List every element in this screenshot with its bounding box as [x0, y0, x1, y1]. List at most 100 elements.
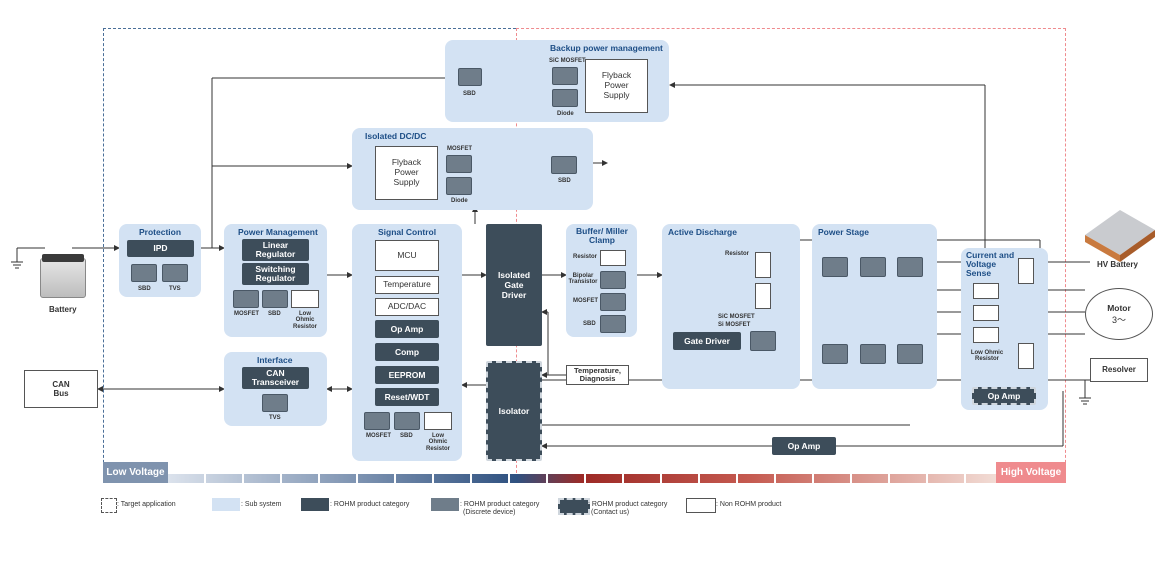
discharge-mosfet-icon: [750, 331, 776, 351]
buffer-sbd-label: SBD: [583, 321, 596, 327]
buffer-title: Buffer/ Miller Clamp: [572, 227, 632, 245]
sense-resistor-1: [973, 283, 999, 299]
legend-contact-line1: : ROHM product category: [588, 501, 668, 508]
sense-resistor-text: Low Ohmic Resistor: [970, 350, 1004, 363]
isolated-diode-icon: [446, 177, 472, 195]
discharge-sic-label: SiC MOSFET: [718, 314, 755, 320]
buffer-bipolar-icon: [600, 271, 626, 289]
battery-label: Battery: [49, 305, 77, 314]
switching-regulator-box: Switching Regulator: [242, 263, 309, 285]
discharge-resistor-2: [755, 283, 771, 309]
power-stage-switch-6: [897, 344, 923, 364]
legend-discrete-label: : ROHM product category(Discrete device): [460, 501, 539, 516]
sense-resistor-2: [973, 305, 999, 321]
buffer-mosfet-icon: [600, 293, 626, 311]
legend-discrete-line2: (Discrete device): [463, 508, 516, 516]
signal-mosfet-icon: [364, 412, 390, 430]
signal-sbd-label: SBD: [400, 433, 413, 439]
motor-phase-label: 3～: [1111, 314, 1126, 325]
discharge-resistor-1: [755, 252, 771, 278]
power-sbd-label: SBD: [268, 311, 281, 317]
high-voltage-label: High Voltage: [996, 462, 1066, 483]
isolated-sbd-icon: [551, 156, 577, 174]
legend-target-label: : Target application: [117, 501, 176, 508]
power-sbd-icon: [262, 290, 288, 308]
signal-resistor-label: Low Ohmic Resistor: [425, 433, 451, 452]
backup-sbd-icon: [458, 68, 482, 86]
sense-resistor-label: Low Ohmic Resistor: [970, 350, 1004, 363]
isolated-sbd-label: SBD: [558, 178, 571, 184]
legend-contact-label: : ROHM product category(Contact us): [588, 501, 667, 516]
comp-box: Comp: [375, 343, 439, 361]
protection-title: Protection: [139, 227, 182, 237]
backup-sic-icon: [552, 67, 578, 85]
sense-opamp-box: Op Amp: [972, 387, 1036, 405]
sense-title: Current and Voltage Sense: [966, 251, 1016, 278]
backup-sic-label: SiC MOSFET: [549, 58, 586, 64]
mcu-box: MCU: [375, 240, 439, 271]
bottom-opamp-box: Op Amp: [772, 437, 836, 455]
battery-icon: [40, 258, 86, 298]
signal-control-title: Signal Control: [378, 227, 437, 237]
backup-title: Backup power management: [550, 43, 663, 53]
interface-tvs-label: TVS: [269, 415, 281, 421]
buffer-title-text: Buffer/ Miller Clamp: [576, 226, 628, 245]
backup-diode-label: Diode: [557, 111, 574, 117]
battery-top: [42, 254, 84, 262]
buffer-resistor-label: Resistor: [573, 254, 598, 260]
protection-tvs-label: TVS: [169, 286, 181, 292]
power-stage-switch-5: [860, 344, 886, 364]
isolated-gate-driver-box: Isolated Gate Driver: [486, 224, 542, 346]
legend-target-swatch: [101, 498, 117, 513]
temperature-diagnosis-label: Temperature, Diagnosis: [574, 366, 621, 383]
protection-subsystem: [119, 224, 201, 297]
power-stage-title: Power Stage: [818, 227, 870, 237]
isolated-mosfet-label: MOSFET: [447, 146, 472, 152]
motor-label: Motor: [1107, 302, 1131, 313]
buffer-mosfet-label: MOSFET: [573, 298, 598, 304]
isolated-flyback-label: Flyback Power Supply: [391, 157, 422, 187]
can-transceiver-label: CAN Transceiver: [251, 368, 300, 387]
temperature-box: Temperature: [375, 276, 439, 294]
sense-title-text: Current and Voltage Sense: [966, 250, 1015, 278]
isolated-mosfet-icon: [446, 155, 472, 173]
sense-resistor-v1: [1018, 258, 1034, 284]
interface-tvs-icon: [262, 394, 288, 412]
legend-non-label: : Non ROHM product: [716, 501, 782, 508]
can-bus-label: CAN Bus: [52, 379, 70, 398]
backup-flyback-label: Flyback Power Supply: [601, 70, 632, 100]
legend-contact-swatch: [558, 498, 590, 515]
signal-resistor-text: Low Ohmic Resistor: [425, 433, 450, 452]
isolated-gate-driver-label: Isolated Gate Driver: [497, 269, 531, 301]
buffer-sbd-icon: [600, 315, 626, 333]
buffer-bipolar-text: Bipolar Transistor: [568, 273, 598, 286]
discharge-resistor-label: Resistor: [725, 251, 750, 257]
interface-title: Interface: [257, 355, 293, 365]
power-resistor-label: Low Ohmic Resistor: [292, 311, 318, 330]
power-resistor-icon: [291, 290, 319, 308]
signal-sbd-icon: [394, 412, 420, 430]
low-voltage-label: Low Voltage: [103, 462, 168, 483]
power-stage-switch-2: [860, 257, 886, 277]
ipd-box: IPD: [127, 240, 194, 257]
voltage-gradient-bar: [168, 474, 998, 483]
backup-flyback-box: Flyback Power Supply: [585, 59, 648, 113]
power-management-title: Power Management: [238, 227, 318, 237]
hv-battery-label: HV Battery: [1097, 260, 1138, 269]
legend-discrete-line1: : ROHM product category: [460, 501, 540, 508]
power-resistor-text: Low Ohmic Resistor: [292, 311, 317, 330]
legend-non-swatch: [686, 498, 716, 513]
motor-circle: Motor 3～: [1085, 288, 1153, 340]
isolated-diode-label: Diode: [451, 198, 468, 204]
legend-rohm-swatch: [301, 498, 329, 511]
power-stage-switch-4: [822, 344, 848, 364]
sense-resistor-v2: [1018, 343, 1034, 369]
power-stage-subsystem: [812, 224, 937, 389]
can-bus-box: CAN Bus: [24, 370, 98, 408]
signal-resistor-icon: [424, 412, 452, 430]
legend-contact-line2: (Contact us): [591, 508, 630, 516]
protection-sbd-icon: [131, 264, 157, 282]
power-stage-switch-1: [822, 257, 848, 277]
linear-regulator-label: Linear Regulator: [255, 240, 296, 259]
signal-opamp-box: Op Amp: [375, 320, 439, 338]
